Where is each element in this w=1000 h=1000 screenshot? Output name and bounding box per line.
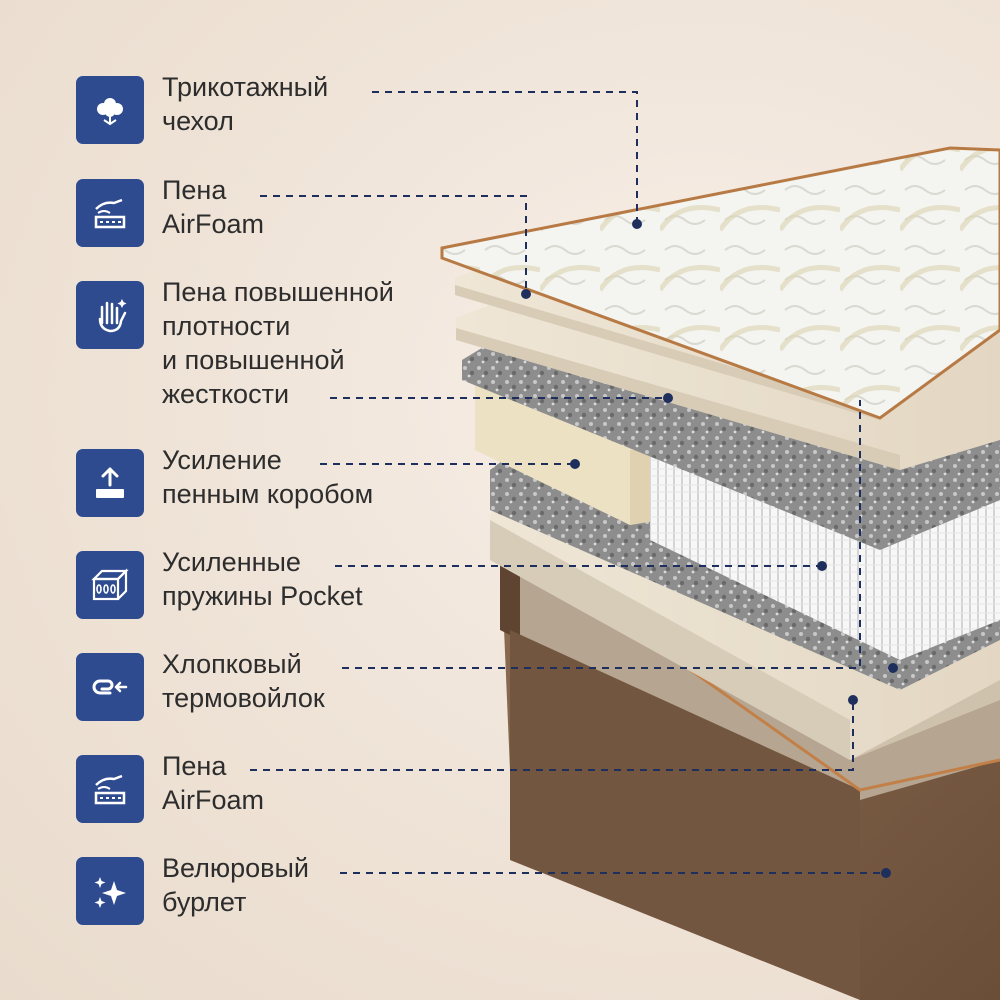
cotton-icon [76, 76, 144, 144]
feature-label: Усиленные пружины Pocket [162, 547, 363, 611]
feature-label: Усиление пенным коробом [162, 445, 374, 509]
top-felt-layer [462, 340, 1000, 550]
knitted-cover-layer [440, 146, 1000, 420]
upload-box-icon [76, 449, 144, 517]
hand-foam-icon [76, 179, 144, 247]
feature-label: Трикотажный чехол [162, 72, 329, 136]
hand-foam-icon [76, 755, 144, 823]
feature-label: Пена AirFoam [162, 751, 265, 815]
hard-foam-layer [456, 305, 1000, 470]
feature-label: Хлопковый термовойлок [162, 649, 325, 713]
foam-box-layer [475, 370, 660, 525]
fiber-icon [76, 653, 144, 721]
sparkle-icon [76, 857, 144, 925]
hand-press-icon [76, 281, 144, 349]
feature-label: Велюровый бурлет [162, 853, 309, 917]
feature-label: Пена повышенной плотности и повышенной ж… [162, 277, 394, 409]
feature-label: Пена AirFoam [162, 175, 265, 239]
spring-block-icon [76, 551, 144, 619]
